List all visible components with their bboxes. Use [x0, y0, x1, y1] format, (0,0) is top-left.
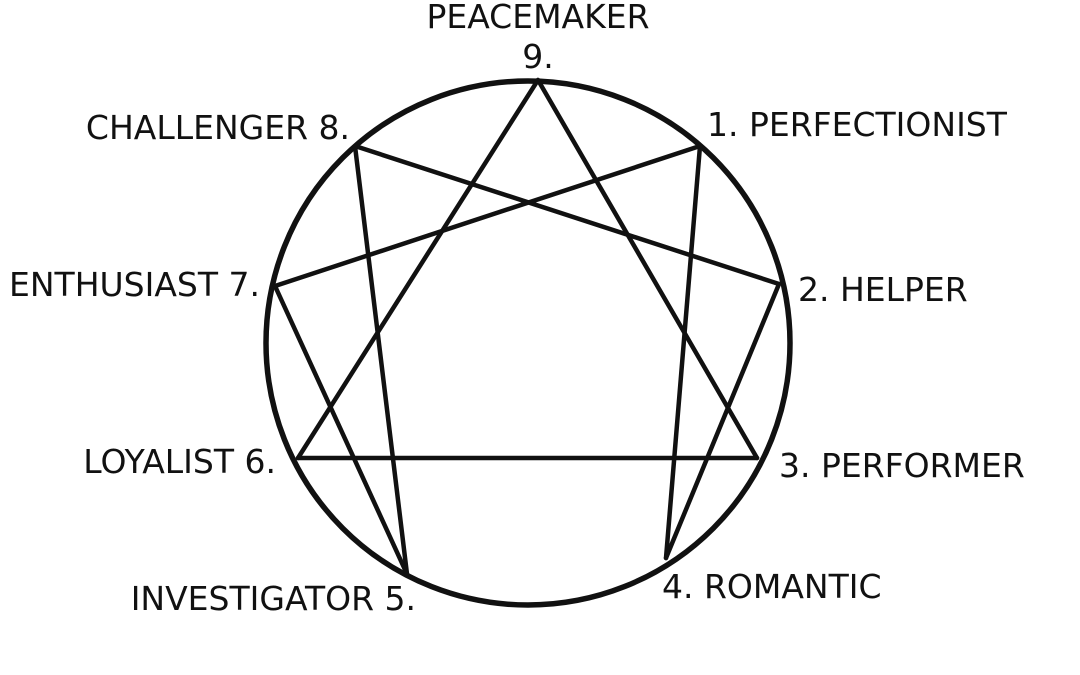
label-helper: 2. HELPER	[798, 270, 968, 309]
line-7-1	[272, 143, 703, 289]
line-2-8	[352, 143, 782, 287]
label-loyalist: LOYALIST 6.	[83, 442, 276, 481]
label-perfectionist: 1. PERFECTIONIST	[707, 105, 1008, 144]
label-performer: 3. PERFORMER	[779, 446, 1025, 485]
label-enthusiast: ENTHUSIAST 7.	[9, 265, 260, 304]
line-8-5	[352, 143, 410, 577]
line-6-9	[295, 77, 541, 461]
line-9-3	[535, 77, 760, 461]
label-peacemaker-title: PEACEMAKER	[426, 0, 649, 36]
line-5-7	[272, 283, 410, 577]
label-investigator: INVESTIGATOR 5.	[131, 579, 416, 618]
label-peacemaker-number: 9.	[522, 37, 554, 76]
label-challenger: CHALLENGER 8.	[86, 108, 350, 147]
label-romantic: 4. ROMANTIC	[662, 567, 882, 606]
line-4-2	[663, 281, 782, 561]
connection-lines	[272, 77, 782, 577]
line-1-4	[663, 143, 703, 561]
enneagram-circle	[263, 78, 793, 608]
